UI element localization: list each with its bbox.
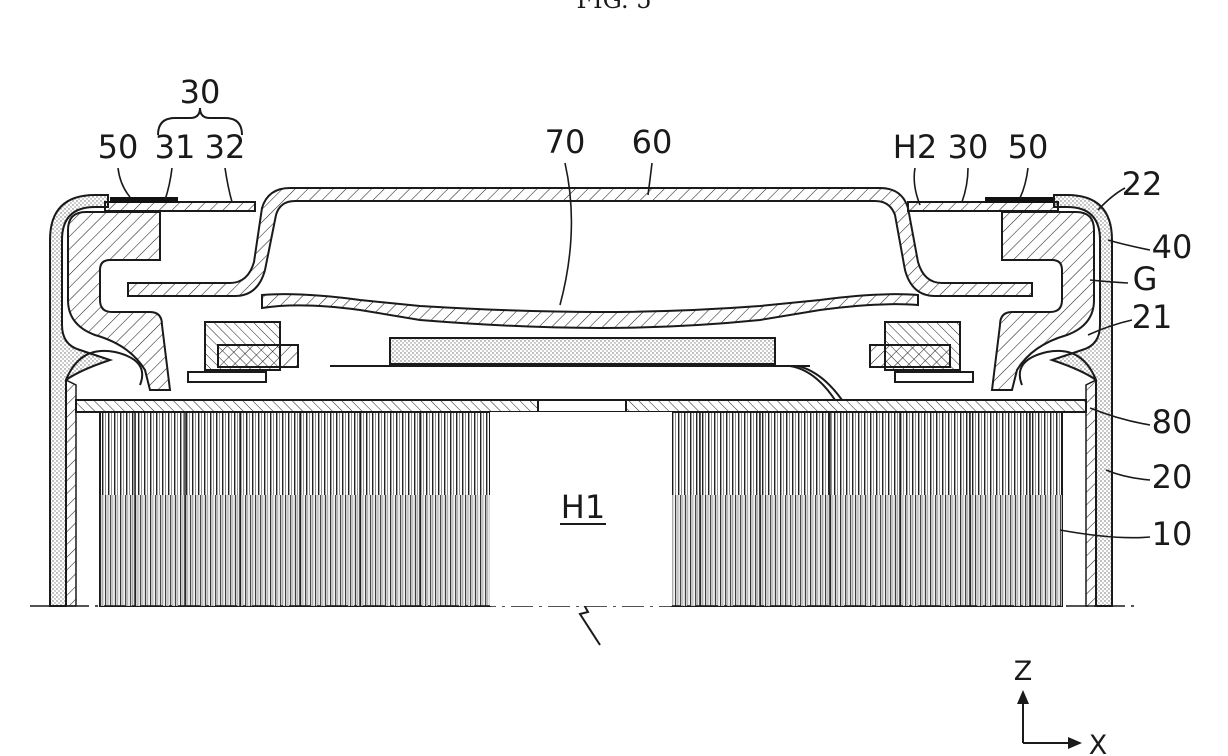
label-21: 21 [1132, 298, 1173, 336]
holder-blocks [188, 322, 973, 400]
label-32: 32 [205, 128, 246, 166]
label-50-left: 50 [98, 128, 139, 166]
label-G: G [1133, 260, 1158, 298]
label-40: 40 [1152, 228, 1193, 266]
label-H1: H1 [561, 488, 605, 526]
label-80: 80 [1152, 403, 1193, 441]
label-50-right: 50 [1008, 128, 1049, 166]
label-22: 22 [1122, 165, 1163, 203]
label-group-30: 30 [180, 73, 221, 111]
label-30-right: 30 [948, 128, 989, 166]
label-60: 60 [632, 123, 673, 161]
figure-caption: FIG. 5 [577, 0, 652, 14]
label-70: 70 [545, 123, 586, 161]
axis-label-x: X [1089, 730, 1108, 756]
axis-label-z: Z [1014, 656, 1033, 687]
coordinate-axes: Z X [1014, 656, 1108, 756]
label-20: 20 [1152, 458, 1193, 496]
top-cap [128, 188, 1032, 296]
current-collector-plate [76, 400, 1086, 412]
safety-vent [262, 294, 918, 328]
label-31: 31 [155, 128, 196, 166]
label-10: 10 [1152, 515, 1193, 553]
label-H2: H2 [893, 128, 937, 166]
terminal-plates [105, 202, 1058, 211]
